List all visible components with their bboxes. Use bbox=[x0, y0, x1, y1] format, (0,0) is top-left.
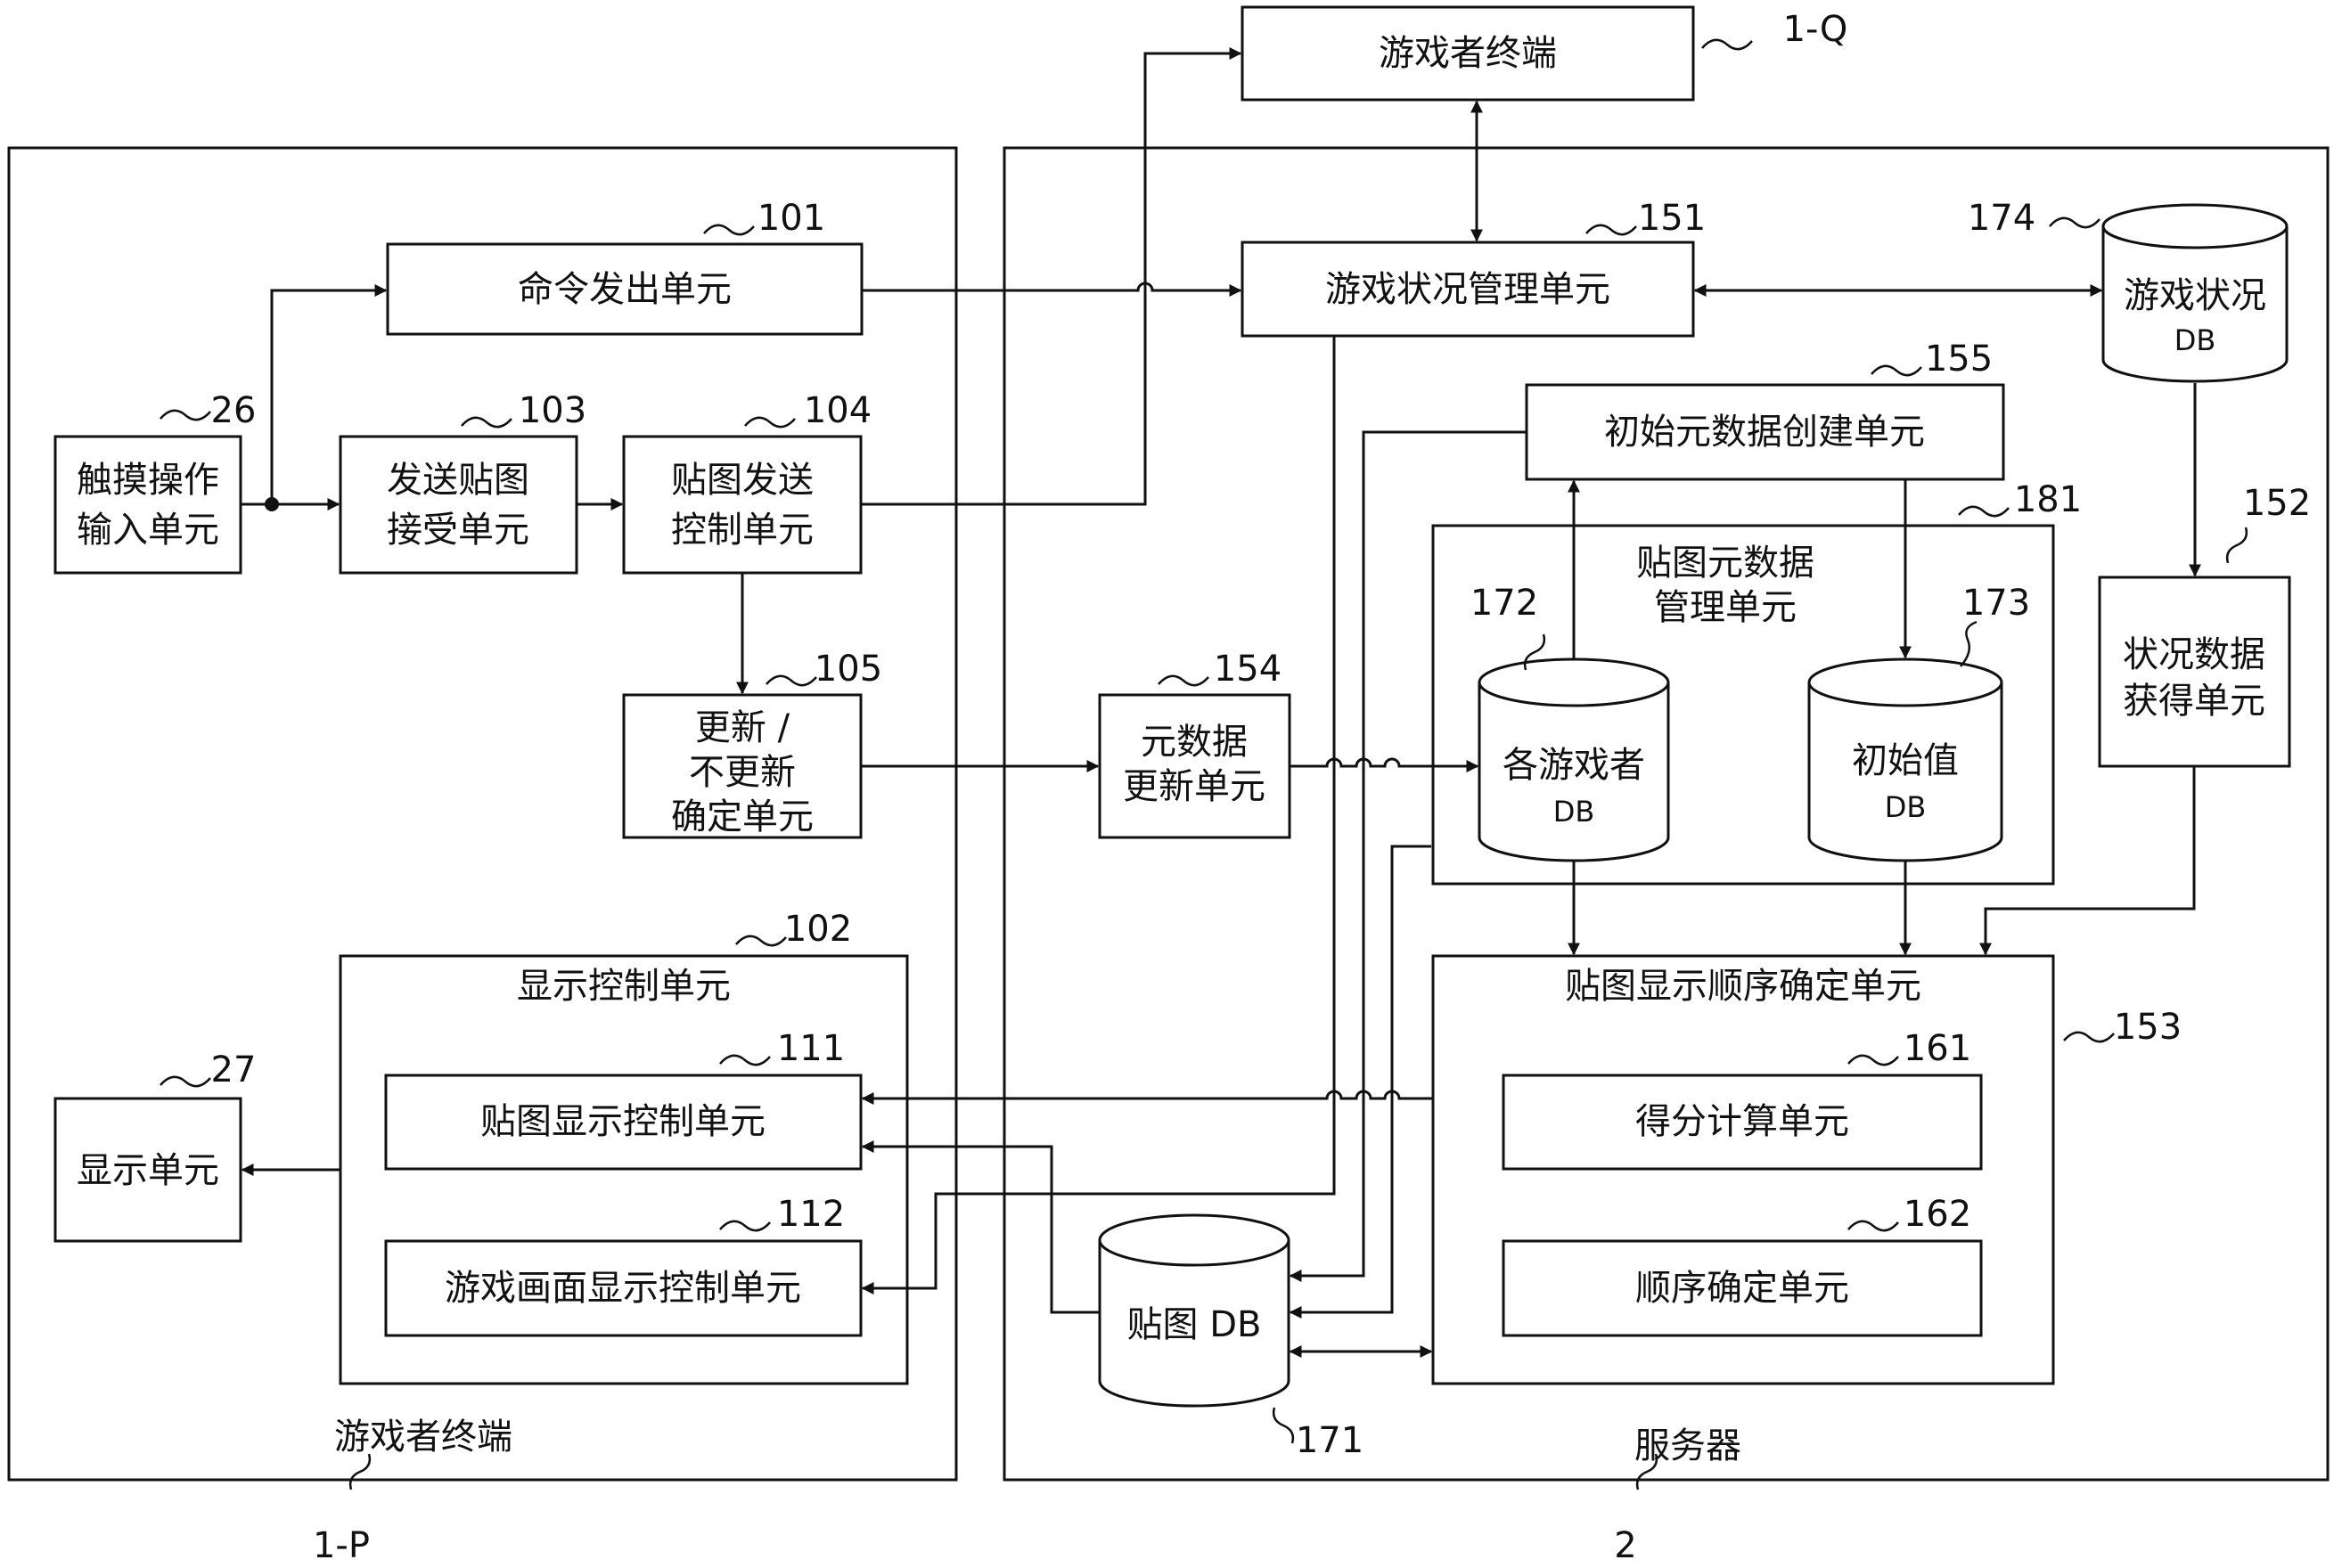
initial-value-db: 初始值 DB bbox=[1807, 657, 2003, 862]
game-state-management-label: 游戏状况管理单元 bbox=[1325, 269, 1610, 310]
player-terminal-frame bbox=[7, 146, 958, 1482]
server-label: 服务器 bbox=[1634, 1425, 1741, 1466]
display-unit: 显示单元 bbox=[53, 1097, 242, 1243]
ref-154: 154 bbox=[1214, 649, 1282, 690]
ref-173: 173 bbox=[1962, 583, 2030, 624]
initial-value-db-line1: 初始值 bbox=[1852, 740, 1959, 781]
order-decision-unit: 顺序确定单元 bbox=[1502, 1239, 1983, 1337]
score-calculation-label: 得分计算单元 bbox=[1635, 1101, 1849, 1142]
ref-1-P: 1-P bbox=[313, 1525, 370, 1566]
ref-26: 26 bbox=[211, 390, 257, 431]
metadata-update-unit: 元数据 更新单元 bbox=[1098, 693, 1291, 839]
state-data-acquisition-line2: 获得单元 bbox=[2123, 681, 2265, 722]
state-data-acquisition-line1: 状况数据 bbox=[2123, 634, 2265, 675]
ref-153: 153 bbox=[2114, 1007, 2182, 1048]
ref-102: 102 bbox=[784, 909, 852, 950]
ref-112: 112 bbox=[777, 1194, 845, 1235]
update-decision-line3: 确定单元 bbox=[671, 796, 814, 837]
arrow-game-state-to-screen bbox=[861, 336, 1336, 1294]
ref-27: 27 bbox=[211, 1049, 257, 1090]
ref-2: 2 bbox=[1614, 1525, 1636, 1566]
ref-151: 151 bbox=[1638, 198, 1706, 239]
sticker-send-control-line2: 控制单元 bbox=[671, 510, 814, 551]
arrow-acquisition-to-order bbox=[1979, 766, 2196, 956]
touch-input-line1: 触摸操作 bbox=[77, 460, 219, 501]
score-calculation-unit: 得分计算单元 bbox=[1502, 1074, 1983, 1171]
each-player-db-line1: 各游戏者 bbox=[1503, 745, 1645, 786]
other-player-terminal-label: 游戏者终端 bbox=[1379, 33, 1557, 74]
ref-103: 103 bbox=[519, 390, 586, 431]
sticker-db-label: 贴图 DB bbox=[1127, 1304, 1262, 1345]
ref-101: 101 bbox=[757, 198, 825, 239]
server-frame bbox=[1003, 146, 2330, 1482]
arrow-send-to-terminal-q bbox=[861, 47, 1242, 506]
sticker-db: 贴图 DB bbox=[1098, 1213, 1290, 1408]
order-decision-label: 顺序确定单元 bbox=[1635, 1268, 1849, 1309]
sticker-display-control-label: 贴图显示控制单元 bbox=[480, 1101, 766, 1142]
ref-181: 181 bbox=[2014, 479, 2082, 520]
each-player-db-line2: DB bbox=[1553, 795, 1595, 829]
sticker-accept-line1: 发送贴图 bbox=[387, 460, 529, 501]
arrow-command-to-game-state bbox=[862, 282, 1242, 297]
arrow-touch-to-command bbox=[270, 284, 388, 504]
game-screen-display-control-unit: 游戏画面显示控制单元 bbox=[384, 1239, 863, 1337]
ref-152: 152 bbox=[2243, 483, 2311, 524]
display-control-label: 显示控制单元 bbox=[517, 966, 731, 1007]
each-player-db: 各游戏者 DB bbox=[1478, 657, 1670, 862]
sticker-send-control-unit: 贴图发送 控制单元 bbox=[622, 435, 863, 575]
update-decision-unit: 更新 / 不更新 确定单元 bbox=[622, 693, 863, 839]
game-state-management-unit: 游戏状况管理单元 bbox=[1241, 241, 1695, 338]
sticker-accept-unit: 发送贴图 接受单元 bbox=[339, 435, 578, 575]
arrow-initial-to-sticker-db bbox=[1289, 430, 1527, 1282]
ref-111: 111 bbox=[777, 1028, 845, 1069]
ref-1-Q: 1-Q bbox=[1783, 9, 1848, 50]
update-decision-line2: 不更新 bbox=[689, 752, 796, 793]
sticker-accept-line2: 接受单元 bbox=[387, 510, 529, 551]
arrow-sticker-db-to-display bbox=[861, 1140, 1100, 1314]
ref-171: 171 bbox=[1296, 1420, 1363, 1461]
ref-162: 162 bbox=[1904, 1194, 1971, 1235]
ref-161: 161 bbox=[1904, 1028, 1971, 1069]
other-player-terminal: 游戏者终端 bbox=[1241, 5, 1695, 102]
update-decision-line1: 更新 / bbox=[695, 707, 790, 748]
command-issue-label: 命令发出单元 bbox=[518, 269, 732, 310]
sticker-display-order-label: 贴图显示顺序确定单元 bbox=[1565, 966, 1921, 1007]
metadata-update-line1: 元数据 bbox=[1141, 722, 1248, 763]
touch-input-unit: 触摸操作 输入单元 bbox=[53, 435, 242, 575]
ref-174: 174 bbox=[1968, 198, 2035, 239]
initial-metadata-creation-unit: 初始元数据创建单元 bbox=[1525, 383, 2005, 481]
player-terminal-label: 游戏者终端 bbox=[334, 1417, 512, 1458]
sticker-metadata-management-line1: 贴图元数据 bbox=[1636, 543, 1814, 584]
sticker-display-control-unit: 贴图显示控制单元 bbox=[384, 1074, 863, 1171]
game-state-db: 游戏状况 DB bbox=[2101, 203, 2289, 383]
game-screen-display-control-label: 游戏画面显示控制单元 bbox=[445, 1268, 801, 1309]
arrow-meta-mgr-to-sticker-db bbox=[1289, 845, 1431, 1319]
touch-input-line2: 输入单元 bbox=[77, 510, 219, 551]
ref-155: 155 bbox=[1925, 339, 1993, 380]
state-data-acquisition-unit: 状况数据 获得单元 bbox=[2098, 576, 2291, 768]
sticker-metadata-management-line2: 管理单元 bbox=[1654, 587, 1797, 628]
ref-104: 104 bbox=[804, 390, 872, 431]
initial-metadata-creation-label: 初始元数据创建单元 bbox=[1604, 412, 1925, 453]
sticker-send-control-line1: 贴图发送 bbox=[671, 460, 814, 501]
ref-105: 105 bbox=[815, 649, 882, 690]
display-unit-label: 显示单元 bbox=[77, 1150, 219, 1191]
command-issue-unit: 命令发出单元 bbox=[386, 242, 864, 336]
metadata-update-line2: 更新单元 bbox=[1123, 766, 1265, 807]
game-state-db-line1: 游戏状况 bbox=[2124, 275, 2266, 316]
ref-172: 172 bbox=[1470, 583, 1538, 624]
game-state-db-line2: DB bbox=[2174, 323, 2216, 357]
initial-value-db-line2: DB bbox=[1885, 790, 1927, 824]
arrow-order-to-sticker-display bbox=[861, 1090, 1433, 1105]
